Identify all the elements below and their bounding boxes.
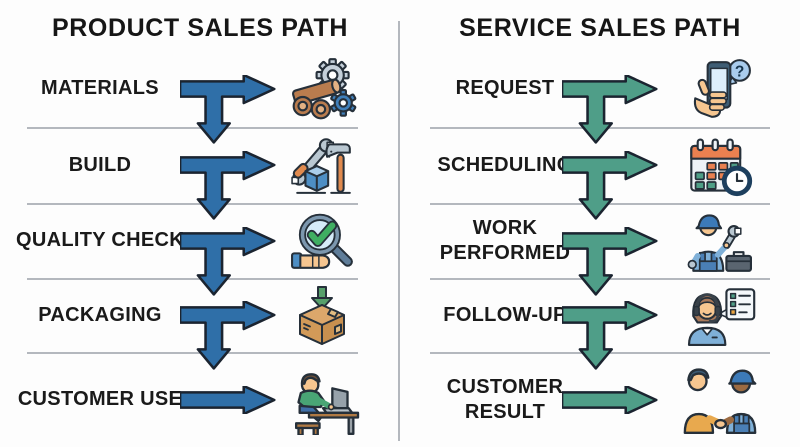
step-label: SCHEDULING	[437, 153, 573, 176]
row-divider	[27, 352, 358, 354]
calendar-clock-icon	[690, 138, 753, 197]
quality-magnifier-check-icon	[291, 213, 353, 269]
right-arrow	[180, 385, 276, 414]
step-label: PACKAGING	[38, 303, 162, 326]
branch-right-down-arrow	[562, 226, 658, 296]
packaging-box-icon	[299, 286, 345, 345]
step-label: CUSTOMER USE	[17, 388, 183, 410]
step-row-scheduling: SCHEDULING	[400, 127, 800, 220]
branch-right-down-arrow	[562, 74, 658, 144]
service-sales-path-column: SERVICE SALES PATH REQUEST ?	[400, 0, 800, 447]
phone-question-icon: ?	[693, 58, 751, 118]
icon-box	[676, 209, 764, 273]
step-row-build: BUILD	[0, 127, 400, 220]
icon-box: ?	[676, 57, 764, 121]
branch-right-down-arrow	[180, 151, 276, 220]
technician-wrench-icon	[687, 213, 752, 272]
branch-right-down-arrow	[180, 226, 276, 296]
step-label: WORK PERFORMED	[439, 216, 571, 264]
service-column-title: SERVICE SALES PATH	[459, 14, 741, 42]
support-agent-checklist-icon	[687, 288, 756, 346]
materials-logs-gears-icon	[291, 57, 357, 119]
step-row-quality-check: QUALITY CHECK	[0, 203, 400, 296]
icon-box	[676, 284, 764, 346]
right-arrow	[562, 385, 658, 414]
icon-box	[283, 57, 363, 121]
icon-box	[676, 133, 764, 197]
branch-right-down-arrow	[180, 301, 276, 370]
step-label: CUSTOMER RESULT	[446, 375, 564, 423]
row-divider	[27, 127, 358, 129]
step-row-materials: MATERIALS	[0, 50, 400, 144]
column-divider	[398, 21, 400, 441]
product-column-title: PRODUCT SALES PATH	[52, 14, 348, 42]
step-label: REQUEST	[455, 77, 555, 99]
icon-box	[283, 365, 363, 435]
branch-right-down-arrow	[180, 74, 276, 144]
icon-box	[676, 366, 764, 434]
handshake-icon	[683, 367, 757, 434]
step-label: QUALITY CHECK	[16, 229, 184, 251]
svg-text:?: ?	[735, 63, 744, 80]
icon-box	[283, 210, 363, 272]
build-tools-icon	[291, 138, 351, 194]
customer-laptop-icon	[295, 372, 360, 435]
step-label: MATERIALS	[41, 77, 159, 99]
row-divider	[27, 203, 358, 205]
branch-right-down-arrow	[562, 301, 658, 370]
branch-right-down-arrow	[562, 151, 658, 220]
step-label: FOLLOW-UP	[443, 303, 567, 326]
step-row-customer-result: CUSTOMER RESULT	[400, 352, 800, 447]
step-row-customer-use: CUSTOMER USE	[0, 352, 400, 447]
row-divider	[27, 278, 358, 280]
icon-box	[283, 284, 363, 346]
step-row-work-performed: WORK PERFORMED	[400, 203, 800, 296]
icon-box	[283, 134, 363, 196]
step-row-packaging: PACKAGING	[0, 278, 400, 370]
step-row-request: REQUEST ?	[400, 50, 800, 144]
step-row-follow-up: FOLLOW-UP	[400, 278, 800, 370]
step-label: BUILD	[68, 153, 132, 176]
product-sales-path-column: PRODUCT SALES PATH MATERIALS	[0, 14, 400, 447]
